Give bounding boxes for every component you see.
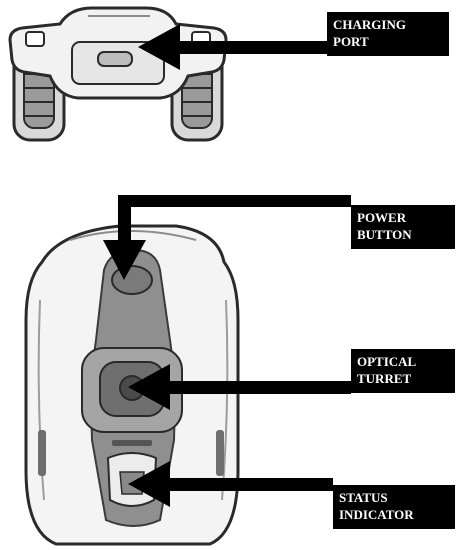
robot-rear-view (8, 6, 228, 142)
power-button (111, 265, 153, 295)
charging-port-label: CHARGING PORT (327, 12, 449, 56)
charging-port-arrow (138, 24, 328, 70)
power-button-arrow (103, 195, 351, 280)
charging-port-label-line2: PORT (333, 34, 369, 49)
optical-turret-arrow (128, 364, 351, 410)
charging-port (97, 51, 133, 67)
status-indicator-arrow (128, 461, 333, 507)
power-button-label: POWER BUTTON (351, 205, 455, 249)
power-button-label-line2: BUTTON (357, 227, 412, 242)
optical-turret-label-line1: OPTICAL (357, 354, 417, 369)
optical-turret-label-line2: TURRET (357, 371, 412, 386)
charging-port-label-line1: CHARGING (333, 17, 406, 32)
power-button-label-line1: POWER (357, 210, 407, 225)
status-indicator-label-line1: STATUS (339, 490, 388, 505)
optical-turret-label: OPTICAL TURRET (351, 349, 455, 393)
status-indicator-label-line2: INDICATOR (339, 507, 414, 522)
status-indicator-label: STATUS INDICATOR (333, 485, 455, 529)
